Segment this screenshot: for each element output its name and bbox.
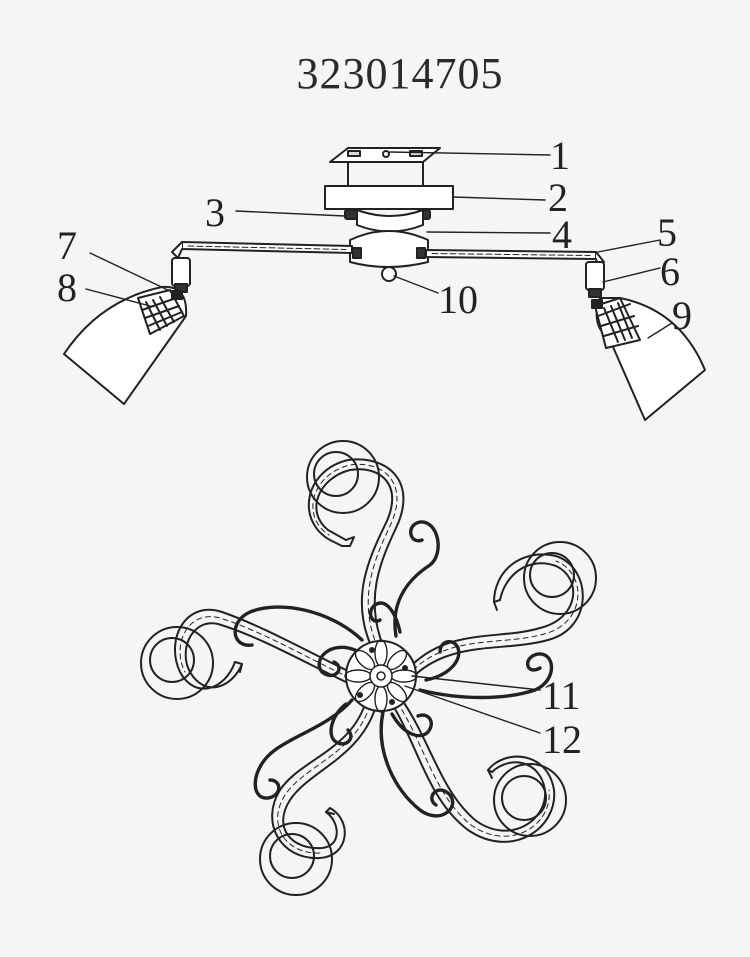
callout-2: 2 [548,175,568,220]
callout-9: 9 [672,293,692,338]
swivel-joints [171,257,605,298]
mounting-bracket [329,147,441,186]
callout-1: 1 [550,133,570,178]
callout-3: 3 [205,190,225,235]
callout-6: 6 [660,249,680,294]
right-glass-shade [591,297,706,421]
arm-tube [171,241,605,267]
top-view-arm-dashes [179,463,579,854]
center-rosette [344,639,418,713]
callout-7: 7 [57,223,77,268]
center-body [349,209,429,268]
callout-12: 12 [542,717,582,762]
left-glass-shade [63,285,188,405]
callout-10: 10 [438,277,478,322]
top-view-scrolls [233,520,554,818]
leader-lines-side [85,151,673,339]
callout-4: 4 [552,212,572,257]
leader-lines-top [404,675,541,734]
callout-11: 11 [542,673,581,718]
callout-5: 5 [657,210,677,255]
center-finial [381,266,397,282]
top-view-arm-ends [234,536,501,815]
top-view-arms [174,458,584,860]
model-number: 323014705 [296,49,504,98]
callout-8: 8 [57,265,77,310]
